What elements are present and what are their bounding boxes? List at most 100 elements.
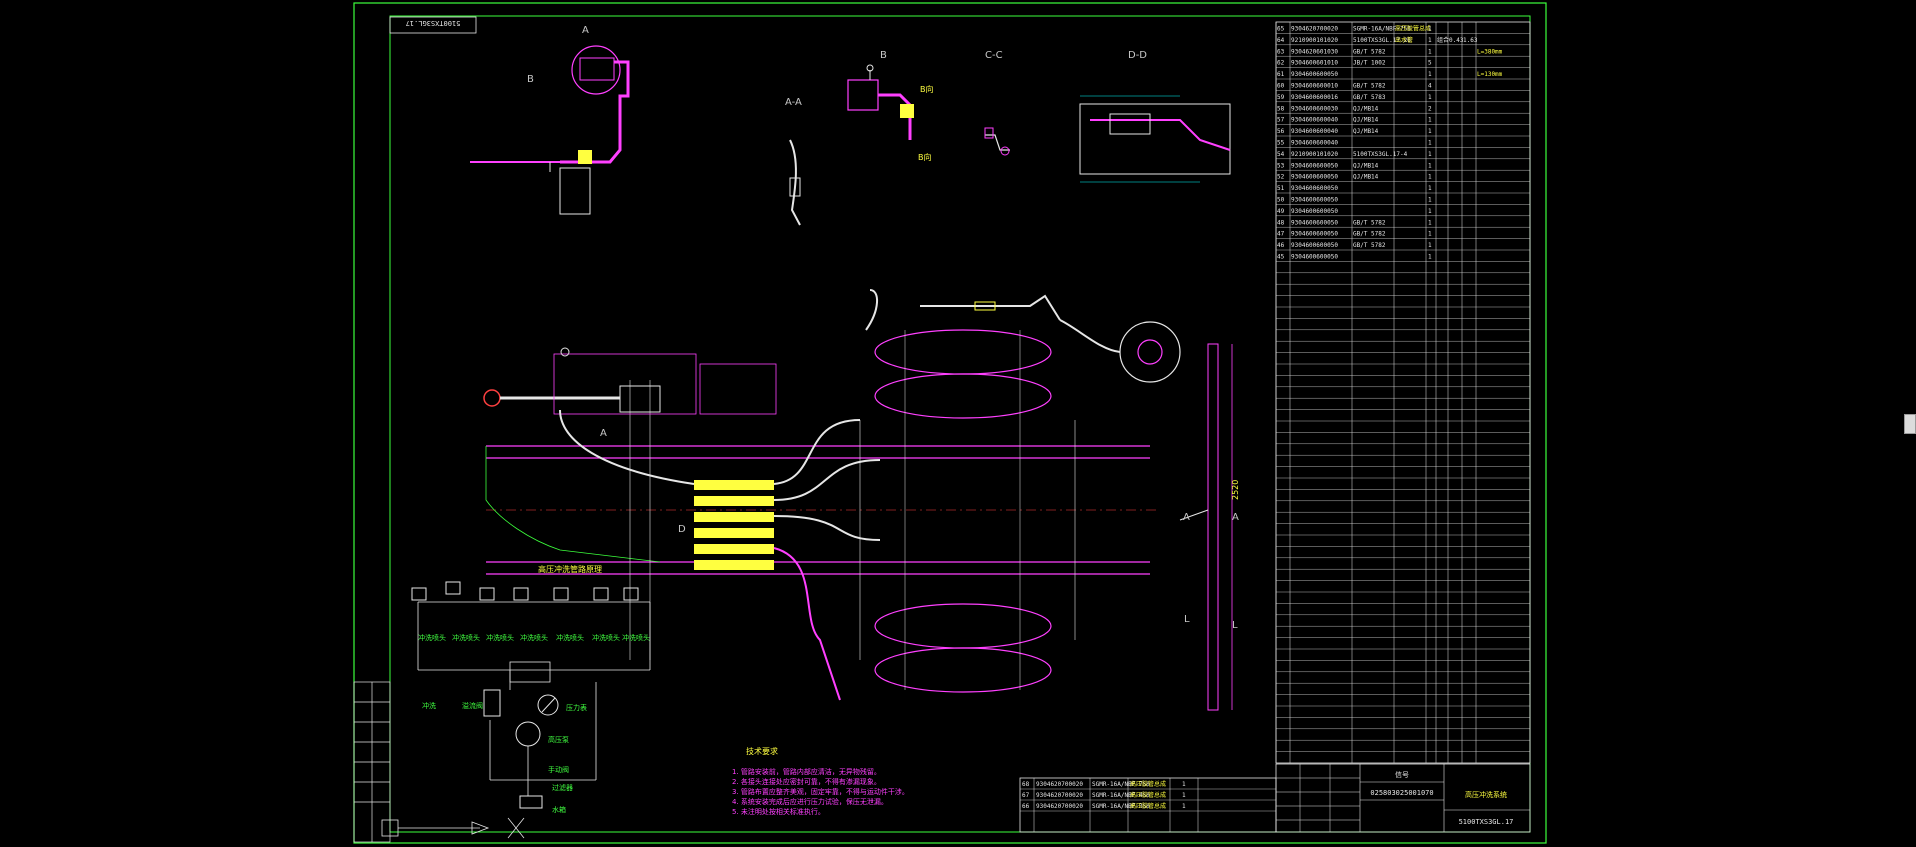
svg-text:4. 系统安装完成后应进行压力试验，保压无泄漏。: 4. 系统安装完成后应进行压力试验，保压无泄漏。 (732, 797, 888, 806)
parts-table-cell-spec: GB/T 5782 (1353, 231, 1386, 238)
svg-text:技术要求: 技术要求 (746, 746, 778, 756)
parts-table-cell-code: 9304600600016 (1291, 94, 1338, 101)
parts-table-cell-no: 64 (1277, 37, 1285, 44)
parts-table-cell-code: 9304600601010 (1291, 60, 1338, 67)
bottom-left-symbols (381, 817, 525, 839)
svg-text:5100TXS3GL.17: 5100TXS3GL.17 (406, 19, 461, 27)
parts-table-cell-code: 9304600600050 (1291, 219, 1338, 226)
mini-table-cell-spec: SGMR-16A/NBF-350 (1092, 803, 1150, 810)
mini-table-cell-code: 9304620700020 (1036, 781, 1083, 788)
parts-table-cell-spec: QJ/MB14 (1353, 117, 1379, 124)
parts-table-cell-no: 53 (1277, 162, 1285, 169)
detail-view-a: A B (470, 25, 630, 215)
svg-text:冲洗喷头: 冲洗喷头 (520, 633, 548, 642)
section-view-dd: D-D (1079, 50, 1231, 183)
svg-text:B: B (880, 50, 887, 61)
parts-table-cell-code: 9304600600050 (1291, 185, 1338, 192)
svg-text:A: A (582, 25, 589, 36)
parts-table-cell-note: L=380mm (1477, 48, 1503, 55)
parts-table-cell-no: 51 (1277, 185, 1285, 192)
scrollbar-thumb[interactable] (1904, 414, 1916, 434)
parts-table-cell-name: 出水管 (1395, 36, 1413, 44)
svg-text:A: A (1183, 512, 1190, 523)
parts-table-cell-qty: 1 (1428, 71, 1432, 78)
parts-table-cell-no: 58 (1277, 105, 1285, 112)
parts-table-cell-spec: QJ/MB14 (1353, 174, 1379, 181)
parts-table-cell-spec: GB/T 5782 (1353, 48, 1386, 55)
svg-text:L: L (1232, 620, 1238, 631)
parts-table-cell-code: 9304620700020 (1291, 26, 1338, 33)
parts-table-cell-spec: GB/T 5782 (1353, 83, 1386, 90)
mini-table-cell-no: 67 (1022, 792, 1030, 799)
parts-table-row: 62 9304600601010 JB/T 1002 5 (1277, 60, 1432, 67)
parts-table-cell-spec: JB/T 1002 (1353, 60, 1386, 67)
parts-table-cell-spec: 5100TXS3GL.17-4 (1353, 151, 1408, 158)
parts-table-cell-code: 9304600600050 (1291, 71, 1338, 78)
parts-table-cell-no: 46 (1277, 242, 1285, 249)
svg-text:025803025001070: 025803025001070 (1370, 789, 1433, 797)
parts-table-cell-no: 52 (1277, 174, 1285, 181)
mini-table-cell-name: 高压胶管总成 (1130, 802, 1166, 810)
parts-table-cell-no: 65 (1277, 26, 1285, 33)
svg-text:2520: 2520 (1231, 480, 1240, 500)
parts-table-cell-spec: SGMR-16A/NBF-750 (1353, 26, 1411, 33)
parts-table-cell-no: 47 (1277, 231, 1285, 238)
parts-table-cell-code: 9304600600050 (1291, 197, 1338, 204)
parts-table-cell-name: 高压胶管总成 (1395, 25, 1431, 33)
parts-table-cell-spec: QJ/MB14 (1353, 105, 1379, 112)
parts-table-cell-qty: 1 (1428, 140, 1432, 147)
svg-text:冲洗喷头: 冲洗喷头 (622, 633, 650, 642)
svg-text:水箱: 水箱 (552, 805, 566, 814)
svg-text:B: B (527, 74, 534, 85)
hydraulic-schematic: 高压冲洗管路原理 冲洗喷头 冲洗喷头 冲洗喷头 冲洗喷头 冲洗喷头 冲洗喷头 冲… (411, 564, 651, 814)
parts-table-cell-qty: 1 (1428, 231, 1432, 238)
svg-text:3. 管路布置应整齐美观，固定牢靠，不得与运动件干涉。: 3. 管路布置应整齐美观，固定牢靠，不得与运动件干涉。 (732, 787, 909, 796)
parts-table-cell-spec: GB/T 5783 (1353, 94, 1386, 101)
parts-table-cell-no: 59 (1277, 94, 1285, 101)
parts-table-cell-no: 62 (1277, 60, 1285, 67)
parts-table-cell-code: 9304600600040 (1291, 128, 1338, 135)
svg-text:冲洗喷头: 冲洗喷头 (418, 633, 446, 642)
svg-text:冲洗: 冲洗 (422, 701, 436, 710)
parts-table-cell-qty: 1 (1428, 37, 1432, 44)
parts-table-cell-code: 9304600600050 (1291, 254, 1338, 261)
parts-table-cell-qty: 1 (1428, 174, 1432, 181)
parts-table-cell-qty: 1 (1428, 128, 1432, 135)
parts-table-cell-code: 9304600600040 (1291, 140, 1338, 147)
svg-text:2. 各接头连接处应密封可靠，不得有渗漏现象。: 2. 各接头连接处应密封可靠，不得有渗漏现象。 (732, 777, 881, 786)
parts-table-cell-code: 9304600600050 (1291, 162, 1338, 169)
svg-text:高压泵: 高压泵 (548, 735, 569, 744)
parts-table-cell-qty: 5 (1428, 60, 1432, 67)
svg-text:冲洗喷头: 冲洗喷头 (556, 633, 584, 642)
parts-table-cell-qty: 4 (1428, 83, 1432, 90)
svg-text:B向: B向 (920, 84, 934, 94)
parts-table-cell-qty: 1 (1428, 117, 1432, 124)
parts-table-cell-no: 60 (1277, 83, 1285, 90)
parts-table-cell-no: 54 (1277, 151, 1285, 158)
detail-view-b: B B向 B向 (847, 50, 934, 162)
technical-notes: 技术要求 1. 管路安装前，管路内部应清洁，无异物残留。 2. 各接头连接处应密… (732, 746, 909, 816)
parts-table-cell-no: 48 (1277, 219, 1285, 226)
svg-text:1. 管路安装前，管路内部应清洁，无异物残留。: 1. 管路安装前，管路内部应清洁，无异物残留。 (732, 767, 881, 776)
parts-table-cell-no: 49 (1277, 208, 1285, 215)
mini-table-cell-no: 68 (1022, 781, 1030, 788)
mini-table-cell-qty: 1 (1182, 781, 1186, 788)
parts-table-cell-qty: 1 (1428, 219, 1432, 226)
svg-text:D: D (678, 524, 686, 535)
